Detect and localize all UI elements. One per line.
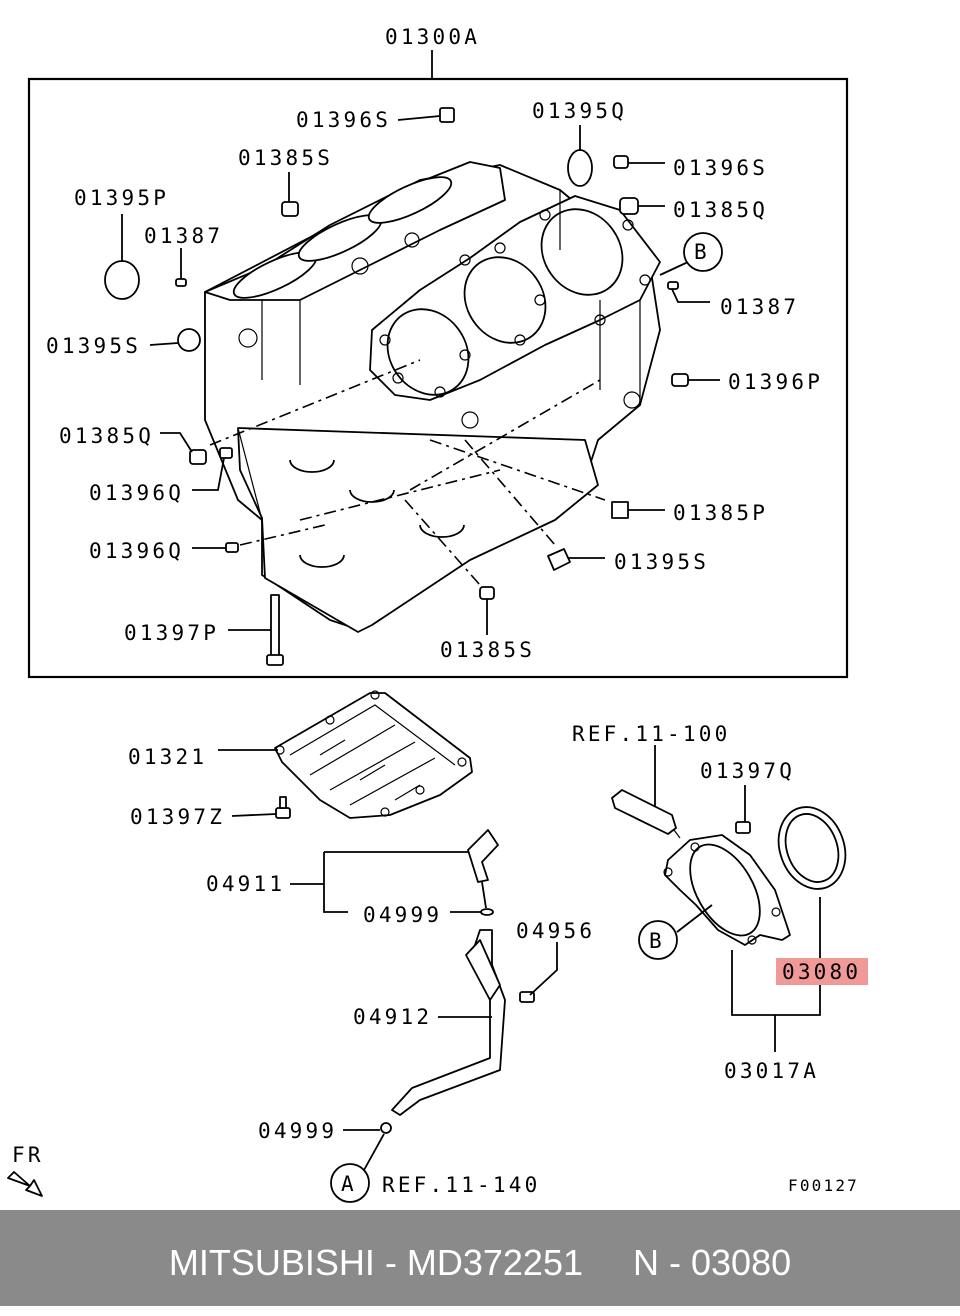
label-01396P: 01396P — [728, 370, 823, 394]
label-01387-left: 01387 — [144, 224, 223, 248]
marker-a — [330, 1163, 370, 1203]
label-01321: 01321 — [128, 745, 207, 769]
label-01396Q-lower: 01396Q — [89, 539, 184, 563]
label-01397Q: 01397Q — [700, 759, 795, 783]
label-01387-right: 01387 — [720, 295, 799, 319]
footer-bar: MITSUBISHI - MD372251 N - 03080 — [0, 1210, 960, 1306]
footer-part-number: MITSUBISHI - MD372251 N - 03080 — [168, 1242, 792, 1283]
label-03017A: 03017A — [724, 1059, 819, 1083]
label-01385S-bottom: 01385S — [440, 638, 535, 662]
oil-gauge-drawing — [290, 829, 558, 1171]
label-01396S-top: 01396S — [296, 108, 391, 132]
label-01395S-lower: 01395S — [614, 550, 709, 574]
fr-label: FR — [12, 1143, 44, 1167]
cylinder-block-drawing — [204, 161, 661, 633]
label-04956: 04956 — [516, 919, 595, 943]
label-01397P: 01397P — [124, 621, 219, 645]
highlight-03080 — [776, 958, 868, 985]
label-04912: 04912 — [353, 1005, 432, 1029]
label-01385P: 01385P — [673, 501, 768, 525]
label-04911: 04911 — [206, 872, 285, 896]
marker-b-seal — [638, 920, 678, 960]
label-01395Q: 01395Q — [532, 99, 627, 123]
front-arrow-icon — [7, 1171, 43, 1197]
label-04999-upper: 04999 — [363, 903, 442, 927]
label-03080: 03080 — [782, 960, 861, 984]
label-01396S-right: 01396S — [673, 156, 768, 180]
label-01385Q-left: 01385Q — [59, 424, 154, 448]
label-ref-11-140: REF.11-140 — [382, 1173, 540, 1197]
marker-b-seal-label: B — [649, 929, 665, 953]
assembly-label: 01300A — [385, 25, 480, 49]
oil-seal-drawing — [611, 745, 847, 1052]
label-ref-11-100: REF.11-100 — [572, 722, 730, 746]
label-04999-lower: 04999 — [258, 1119, 337, 1143]
parts-diagram: 01300A — [7, 25, 868, 1203]
label-01385S-top: 01385S — [238, 146, 333, 170]
label-01385Q-right: 01385Q — [673, 198, 768, 222]
label-01395S-left: 01395S — [46, 334, 141, 358]
figure-code: F00127 — [788, 1176, 859, 1195]
block-small-parts — [104, 107, 720, 666]
marker-a-label: A — [341, 1172, 357, 1196]
marker-b-block — [683, 232, 723, 272]
ladder-frame-drawing — [218, 690, 473, 819]
label-01396Q-upper: 01396Q — [89, 481, 184, 505]
label-01397Z: 01397Z — [130, 805, 225, 829]
label-01395P: 01395P — [74, 186, 169, 210]
assembly-frame — [27, 77, 849, 679]
marker-b-block-label: B — [694, 240, 710, 264]
